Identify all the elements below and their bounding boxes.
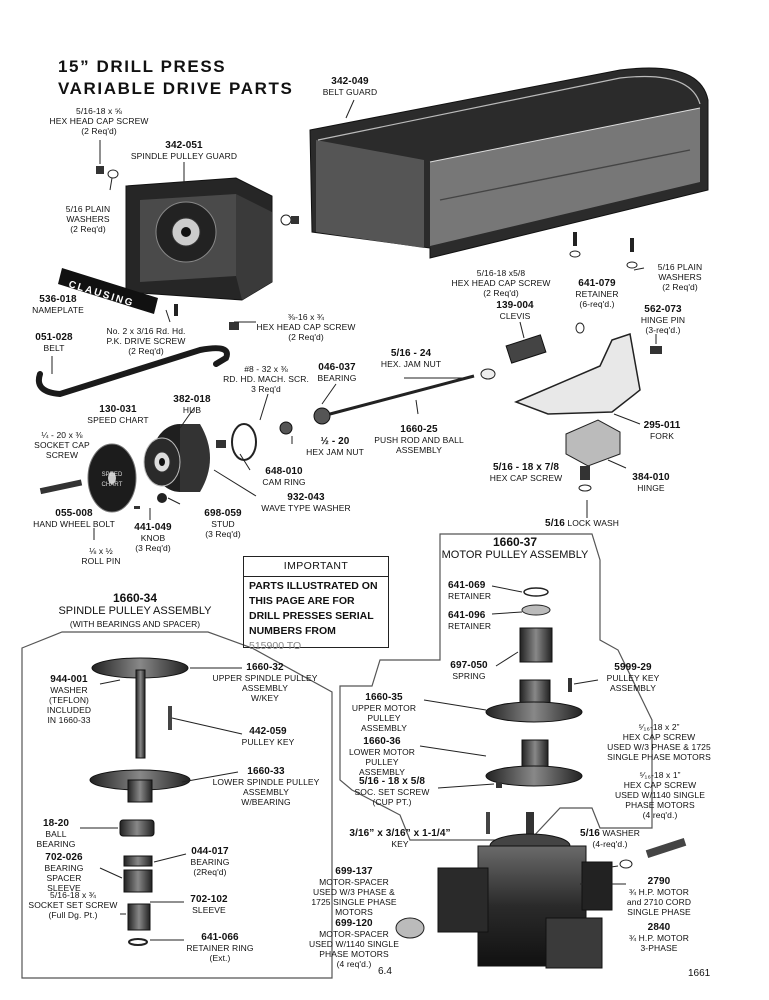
part-label-p40: ⁵⁄₁₆-18 x 1” HEX CAP SCREW USED W/1140 S… [615,770,705,820]
hinge-illustration [565,419,621,467]
speed-chart-illustration [87,443,137,513]
nameplate-illustration [58,268,158,314]
belt-guard-illustration [309,67,709,259]
part-label-p19: ¼ - 20 x ⅜ SOCKET CAP SCREW [34,430,90,460]
spring-illustration [519,627,553,663]
lower-spindle-pulley-illustration [89,769,191,803]
cam-ring-illustration [231,423,257,461]
speed-chart-lettering: SPEED CHART [101,472,123,488]
spindle-assembly-name: SPINDLE PULLEY ASSEMBLY [58,605,212,617]
part-label-p6: No. 2 x 3/16 Rd. Hd. P.K. DRIVE SCREW (2… [106,326,186,356]
push-rod-illustration [329,374,475,416]
part-label-p9: 5/16 PLAIN WASHERS (2 Req'd) [657,262,703,292]
part-label-p39: ⁵⁄₁₆-18 x 2” HEX CAP SCREW USED W/3 PHAS… [607,722,711,762]
motor-illustration [437,812,613,969]
important-text: PARTS ILLUSTRATED ON THIS PAGE ARE FOR D… [249,580,378,637]
page-number: 6.4 [378,966,392,977]
lower-motor-pulley-illustration [485,739,583,787]
motor-assembly-name: MOTOR PULLEY ASSEMBLY [441,549,589,561]
part-label-p2: 5/16-18 x ⅝ HEX HEAD CAP SCREW (2 Req'd) [49,106,149,136]
hand-wheel-bolt-illustration [39,479,83,495]
fork-illustration [513,333,641,415]
motor-assembly-title: 1660-37 MOTOR PULLEY ASSEMBLY [440,536,590,562]
upper-motor-pulley-illustration [485,679,583,723]
part-label-p14: #8 - 32 x ⅜ RD. HD. MACH. SCR. 3 Req'd [223,364,309,394]
part-label-p52: 5/16 WASHER (4-req'd.) [580,828,640,849]
page-title: 15” DRILL PRESS VARIABLE DRIVE PARTS [58,57,294,98]
spindle-assembly-title: 1660-34 SPINDLE PULLEY ASSEMBLY (WITH BE… [40,592,230,631]
part-label-p51: 3/16” x 3/16” x 1-1/4”KEY [349,828,451,849]
important-serial: 515900 TO [249,640,302,652]
hub-illustration [143,424,210,492]
figure-number: 1661 [688,968,711,979]
spindle-pulley-guard-illustration [125,177,273,301]
leader-lines [51,99,657,941]
part-label-p7: ⅜-16 x ¾ HEX HEAD CAP SCREW (2 Req'd) [256,312,356,342]
upper-spindle-pulley-illustration [91,657,189,759]
part-label-p31: 5/16 LOCK WASH [545,518,619,529]
spindle-assembly-sub: (WITH BEARINGS AND SPACER) [69,619,201,629]
motor-assembly-outline [339,533,653,841]
clevis-illustration [505,334,547,364]
part-label-p48: 5/16-18 x ¾ SOCKET SET SCREW (Full Dg. P… [28,890,118,920]
part-label-p8: 5/16-18 x5/8 HEX HEAD CAP SCREW (2 Req'd… [451,268,551,298]
ball-bearing-illustration [119,819,155,837]
motor-assembly-number: 1660-37 [492,535,538,549]
spindle-assembly-outline [21,631,333,979]
spindle-assembly-number: 1660-34 [112,591,158,605]
part-label-p30: ⅛ x ½ ROLL PIN [81,546,121,566]
belt-illustration [36,345,230,398]
important-heading: IMPORTANT [244,557,388,577]
important-notice: IMPORTANT PARTS ILLUSTRATED ON THIS PAGE… [243,556,389,652]
part-label-p4: 5/16 PLAIN WASHERS (2 Req'd) [65,204,111,234]
